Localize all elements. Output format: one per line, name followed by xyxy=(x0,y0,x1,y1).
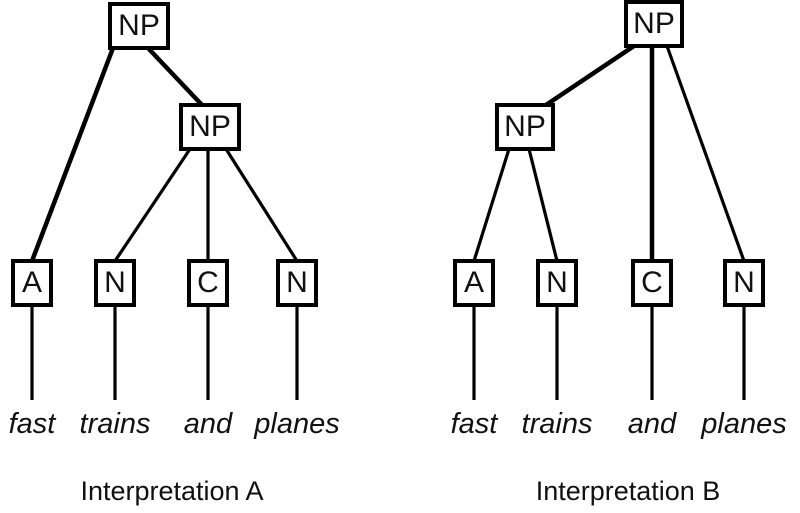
tree-a-leaf-n-1-label: N xyxy=(104,266,126,299)
tree-b-leaf-a-0-box xyxy=(453,259,495,307)
tree-b-leaf-n-1-box xyxy=(536,259,578,307)
tree-b-leaf-n-1-label: N xyxy=(546,266,568,299)
tree-a-root-np: NP xyxy=(108,2,170,50)
tree-a-caption: Interpretation A xyxy=(80,476,263,506)
tree-b-word-fast: fast xyxy=(451,408,500,440)
branch-root-to-np xyxy=(544,44,636,107)
tree-b-leaf-c-2: C xyxy=(631,259,673,307)
tree-b-leaf-n-3-box xyxy=(723,259,765,307)
tree-b-internal-np-0-box xyxy=(495,103,555,151)
tree-a-leaf-n-3-label: N xyxy=(286,266,308,299)
tree-b-root-np: NP xyxy=(624,0,684,48)
tree-a-leaf-a-0-label: A xyxy=(22,266,42,299)
tree-b-root-np-label: NP xyxy=(633,7,675,40)
tree-a-word-trains: trains xyxy=(80,408,151,440)
tree-a-root-np-box xyxy=(108,2,170,50)
tree-a-leaf-a-0: A xyxy=(11,259,53,307)
tree-a-internal-np-0-box xyxy=(179,103,241,151)
tree-b-leaf-a-0: A xyxy=(453,259,495,307)
tree-b-internal-np-0-label: NP xyxy=(504,110,546,143)
tree-b-internal-np-0: NP xyxy=(495,103,555,151)
tree-a-leaf-c-2: C xyxy=(187,259,229,307)
branch-root-to-planes xyxy=(665,45,746,262)
tree-a-word-fast: fast xyxy=(9,408,58,440)
tree-a-leaf-c-2-label: C xyxy=(197,266,219,299)
tree-b-root-np-box xyxy=(624,0,684,48)
tree-b-leaf-n-1: N xyxy=(536,259,578,307)
tree-a-leaf-c-2-box xyxy=(187,259,229,307)
tree-b-leaf-a-0-label: A xyxy=(464,266,484,299)
tree-a-leaf-a-0-box xyxy=(11,259,53,307)
tree-b-word-trains: trains xyxy=(522,408,593,440)
tree-b-leaf-c-2-label: C xyxy=(641,266,663,299)
tree-a-word-planes: planes xyxy=(253,408,339,440)
tree-b-word-and: and xyxy=(628,408,677,440)
tree-a-leaf-n-1: N xyxy=(94,259,136,307)
tree-a-internal-np-0-label: NP xyxy=(189,110,231,143)
tree-a-internal-np-0: NP xyxy=(179,103,241,151)
branch-root-to-A xyxy=(29,47,116,262)
branch-np-to-trains xyxy=(527,148,559,262)
tree-a-leaf-n-3: N xyxy=(276,259,318,307)
tree-b-caption: Interpretation B xyxy=(536,476,721,506)
tree-a-leaf-n-3-box xyxy=(276,259,318,307)
tree-b-leaf-n-3-label: N xyxy=(733,266,755,299)
tree-b-leaf-n-3: N xyxy=(723,259,765,307)
tree-a-root-np-label: NP xyxy=(118,9,160,42)
tree-a-leaf-n-1-box xyxy=(94,259,136,307)
branch-np-to-trains xyxy=(113,148,192,262)
branch-root-to-np xyxy=(146,46,204,107)
branch-np-to-fast xyxy=(472,148,511,262)
tree-b-leaf-c-2-box xyxy=(631,259,673,307)
tree-a-word-and: and xyxy=(184,408,233,440)
tree-b-word-planes: planes xyxy=(700,408,786,440)
branch-np-to-planes xyxy=(224,148,299,262)
